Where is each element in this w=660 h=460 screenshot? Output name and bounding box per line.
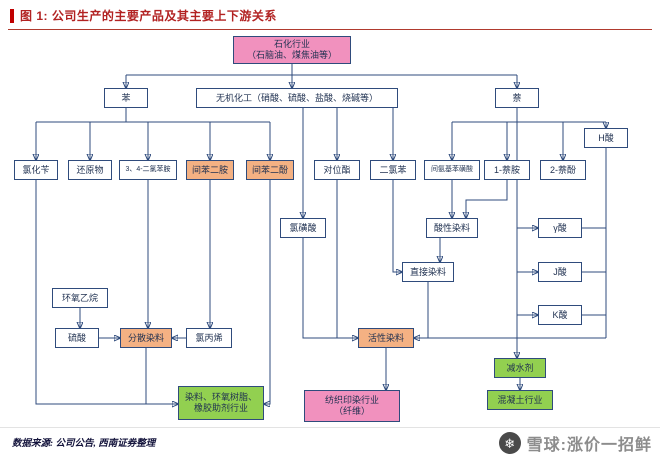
node-2-naphthol: 2-萘酚 [540, 160, 586, 180]
node-acid-dye: 酸性染料 [426, 218, 478, 238]
node-naphthalene: 萘 [495, 88, 539, 108]
node-petrochemical-industry: 石化行业 （石脑油、煤焦油等） [233, 36, 351, 64]
figure-title: 图 1: 公司生产的主要产品及其主要上下游关系 [20, 9, 277, 23]
node-dye-epoxy-rubber-industry: 染料、环氧树脂、 橡胶助剂行业 [178, 386, 264, 420]
node-m-aminobenzenesulfonic-acid: 间氨基苯磺酸 [424, 160, 480, 180]
node-ethylene-oxide: 环氧乙烷 [52, 288, 108, 308]
title-accent-bar [10, 8, 14, 23]
node-reactive-dye: 活性染料 [358, 328, 414, 348]
node-disperse-dye: 分散染料 [120, 328, 172, 348]
node-direct-dye: 直接染料 [402, 262, 454, 282]
node-sulfuric-acid: 硫酸 [55, 328, 99, 348]
node-inorganic-chemicals: 无机化工（硝酸、硫酸、盐酸、烧碱等） [196, 88, 398, 108]
node-water-reducer: 减水剂 [494, 358, 546, 378]
node-dichlorobenzene: 二氯苯 [370, 160, 416, 180]
node-benzyl-chloride: 氯化苄 [14, 160, 58, 180]
watermark-text: 雪球:涨价一招鲜 [526, 437, 652, 454]
node-resorcinol: 间苯二酚 [246, 160, 294, 180]
node-concrete-industry: 混凝土行业 [487, 390, 553, 410]
node-m-phenylenediamine: 间苯二胺 [186, 160, 234, 180]
node-gamma-acid: γ酸 [538, 218, 582, 238]
node-para-ester: 对位酯 [314, 160, 360, 180]
node-chlorosulfonic-acid: 氯磺酸 [280, 218, 326, 238]
watermark: ❄ 雪球:涨价一招鲜 [498, 431, 652, 455]
title-divider [8, 29, 652, 30]
node-textile-printing-industry: 纺织印染行业 （纤维） [304, 390, 400, 422]
node-1-naphthylamine: 1-萘胺 [484, 160, 530, 180]
node-benzene: 苯 [104, 88, 148, 108]
node-h-acid: H酸 [584, 128, 628, 148]
node-dichloroaniline: 3、4-二氯苯胺 [119, 160, 177, 180]
node-k-acid: K酸 [538, 305, 582, 325]
xueqiu-logo-icon: ❄ [498, 432, 521, 454]
node-j-acid: J酸 [538, 262, 582, 282]
node-allyl-chloride: 氯丙烯 [186, 328, 232, 348]
figure-title-row: 图 1: 公司生产的主要产品及其主要上下游关系 [10, 7, 277, 24]
data-source-note: 数据来源: 公司公告, 西南证券整理 [12, 439, 156, 449]
footer-divider [0, 427, 660, 428]
node-reduction-products: 还原物 [68, 160, 112, 180]
